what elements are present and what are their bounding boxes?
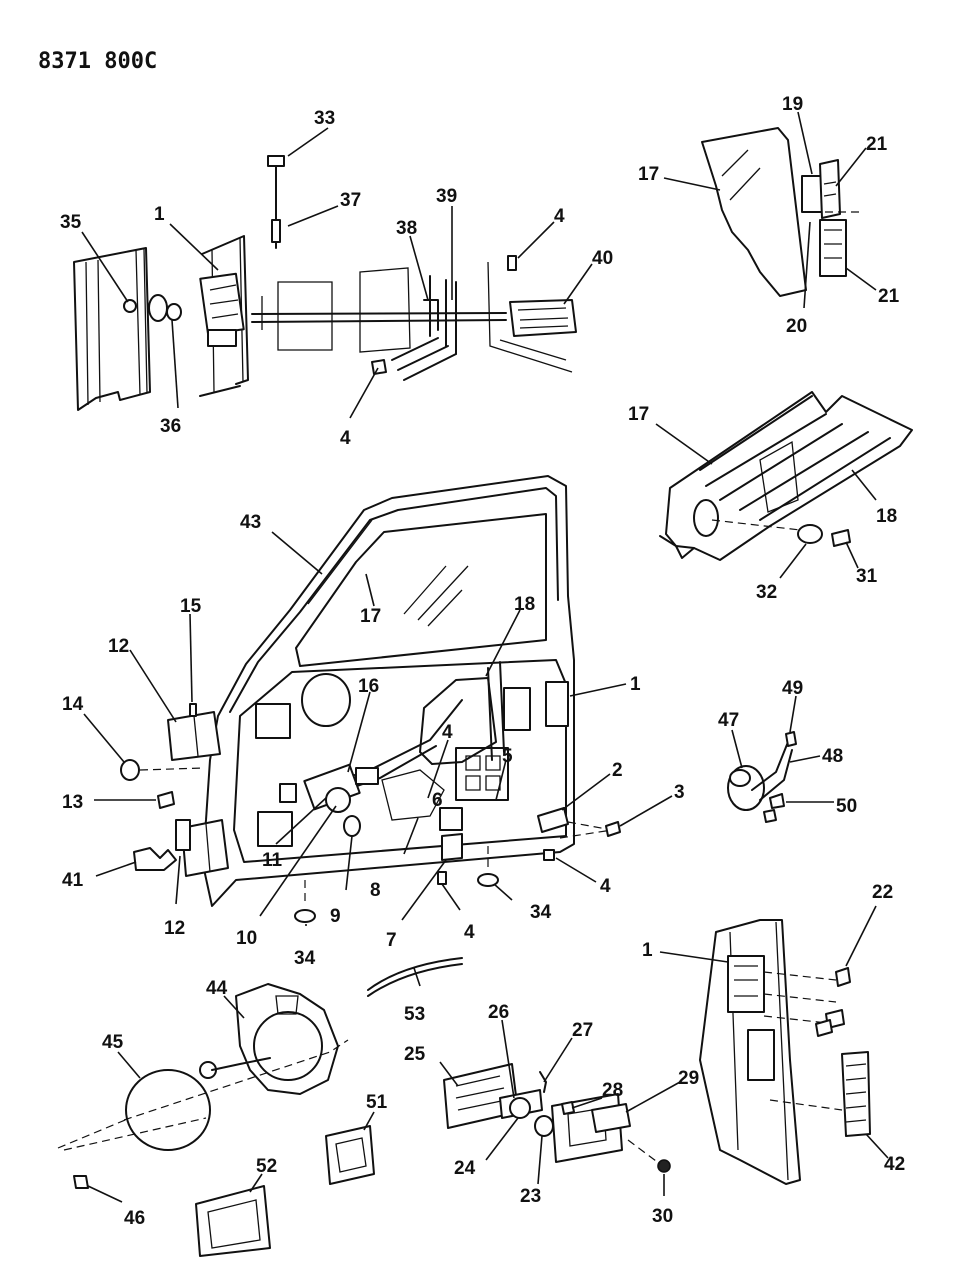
label-50: 50	[836, 796, 857, 817]
label-9: 9	[330, 906, 341, 927]
weather-strip-53	[367, 957, 463, 991]
label-49: 49	[782, 678, 803, 699]
label-35: 35	[60, 212, 82, 233]
label-12-lower: 12	[164, 918, 185, 939]
label-24: 24	[454, 1158, 476, 1179]
outside-handle-group	[443, 1063, 671, 1173]
label-21-upper: 21	[866, 134, 888, 155]
hinge-plug	[120, 759, 140, 781]
label-11: 11	[262, 850, 283, 871]
label-1-lower: 1	[642, 940, 653, 961]
lower-latch-group	[699, 919, 871, 1185]
label-4-top: 4	[554, 206, 565, 227]
window-motor-group	[727, 731, 797, 823]
label-39: 39	[436, 186, 457, 207]
weatherstrip-piece-42	[841, 1051, 871, 1137]
label-46: 46	[124, 1208, 145, 1229]
label-2: 2	[612, 760, 623, 781]
label-29: 29	[678, 1068, 699, 1089]
label-37: 37	[340, 190, 361, 211]
label-36: 36	[160, 416, 181, 437]
label-4-linkage: 4	[340, 428, 351, 449]
label-6: 6	[432, 790, 443, 811]
label-31: 31	[856, 566, 878, 587]
label-26: 26	[488, 1002, 509, 1023]
vent-glass-group	[701, 127, 860, 297]
label-17-vent: 17	[638, 164, 659, 185]
label-20: 20	[786, 316, 807, 337]
label-4-bottom: 4	[464, 922, 475, 943]
label-12-upper: 12	[108, 636, 129, 657]
label-22: 22	[872, 882, 893, 903]
label-14: 14	[62, 694, 84, 715]
label-19: 19	[782, 94, 803, 115]
callout-labels: 33 37 1 35 36 38 39 4 40 4 17 19 21 21 2…	[60, 94, 905, 1229]
label-27: 27	[572, 1020, 593, 1041]
label-1-top: 1	[154, 204, 165, 225]
label-1-door: 1	[630, 674, 641, 695]
label-42: 42	[884, 1154, 905, 1175]
latch-linkage-group	[73, 155, 577, 411]
label-34-left: 34	[294, 948, 316, 969]
label-3: 3	[674, 782, 685, 803]
label-53: 53	[404, 1004, 425, 1025]
diagram-code: 8371 800C	[38, 49, 157, 74]
channel-washer-32	[797, 524, 823, 544]
label-30: 30	[652, 1206, 673, 1227]
label-52: 52	[256, 1156, 277, 1177]
vent-pivot-21	[819, 219, 847, 277]
label-8: 8	[370, 880, 381, 901]
label-16: 16	[358, 676, 379, 697]
striker-washer	[123, 299, 137, 313]
label-43: 43	[240, 512, 261, 533]
label-4-door: 4	[442, 722, 453, 743]
label-15: 15	[180, 596, 202, 617]
speaker-opening	[301, 673, 351, 727]
label-34-right: 34	[530, 902, 552, 923]
vent-glass-17	[701, 127, 807, 297]
label-28: 28	[602, 1080, 623, 1101]
label-17-channel: 17	[628, 404, 649, 425]
label-47: 47	[718, 710, 739, 731]
label-41: 41	[62, 870, 84, 891]
label-45: 45	[102, 1032, 124, 1053]
speaker-group	[57, 957, 463, 1257]
label-25: 25	[404, 1044, 426, 1065]
label-18-channel: 18	[876, 506, 897, 527]
label-5: 5	[502, 746, 513, 767]
label-7: 7	[386, 930, 397, 951]
label-40: 40	[592, 248, 613, 269]
label-10: 10	[236, 928, 257, 949]
striker-bolt	[148, 294, 168, 322]
glass-channel-group	[659, 391, 913, 561]
latch-body	[199, 272, 245, 336]
speaker-ring	[125, 1069, 211, 1151]
label-17-glass: 17	[360, 606, 381, 627]
label-51: 51	[366, 1092, 388, 1113]
label-48: 48	[822, 746, 843, 767]
door-shell-group	[120, 475, 621, 923]
label-44: 44	[206, 978, 228, 999]
label-21-lower: 21	[878, 286, 900, 307]
label-13: 13	[62, 792, 83, 813]
label-38: 38	[396, 218, 417, 239]
label-32: 32	[756, 582, 777, 603]
label-23: 23	[520, 1186, 541, 1207]
upper-hinge	[167, 711, 221, 761]
label-18-door: 18	[514, 594, 535, 615]
label-33: 33	[314, 108, 335, 129]
label-4-bolt: 4	[600, 876, 611, 897]
